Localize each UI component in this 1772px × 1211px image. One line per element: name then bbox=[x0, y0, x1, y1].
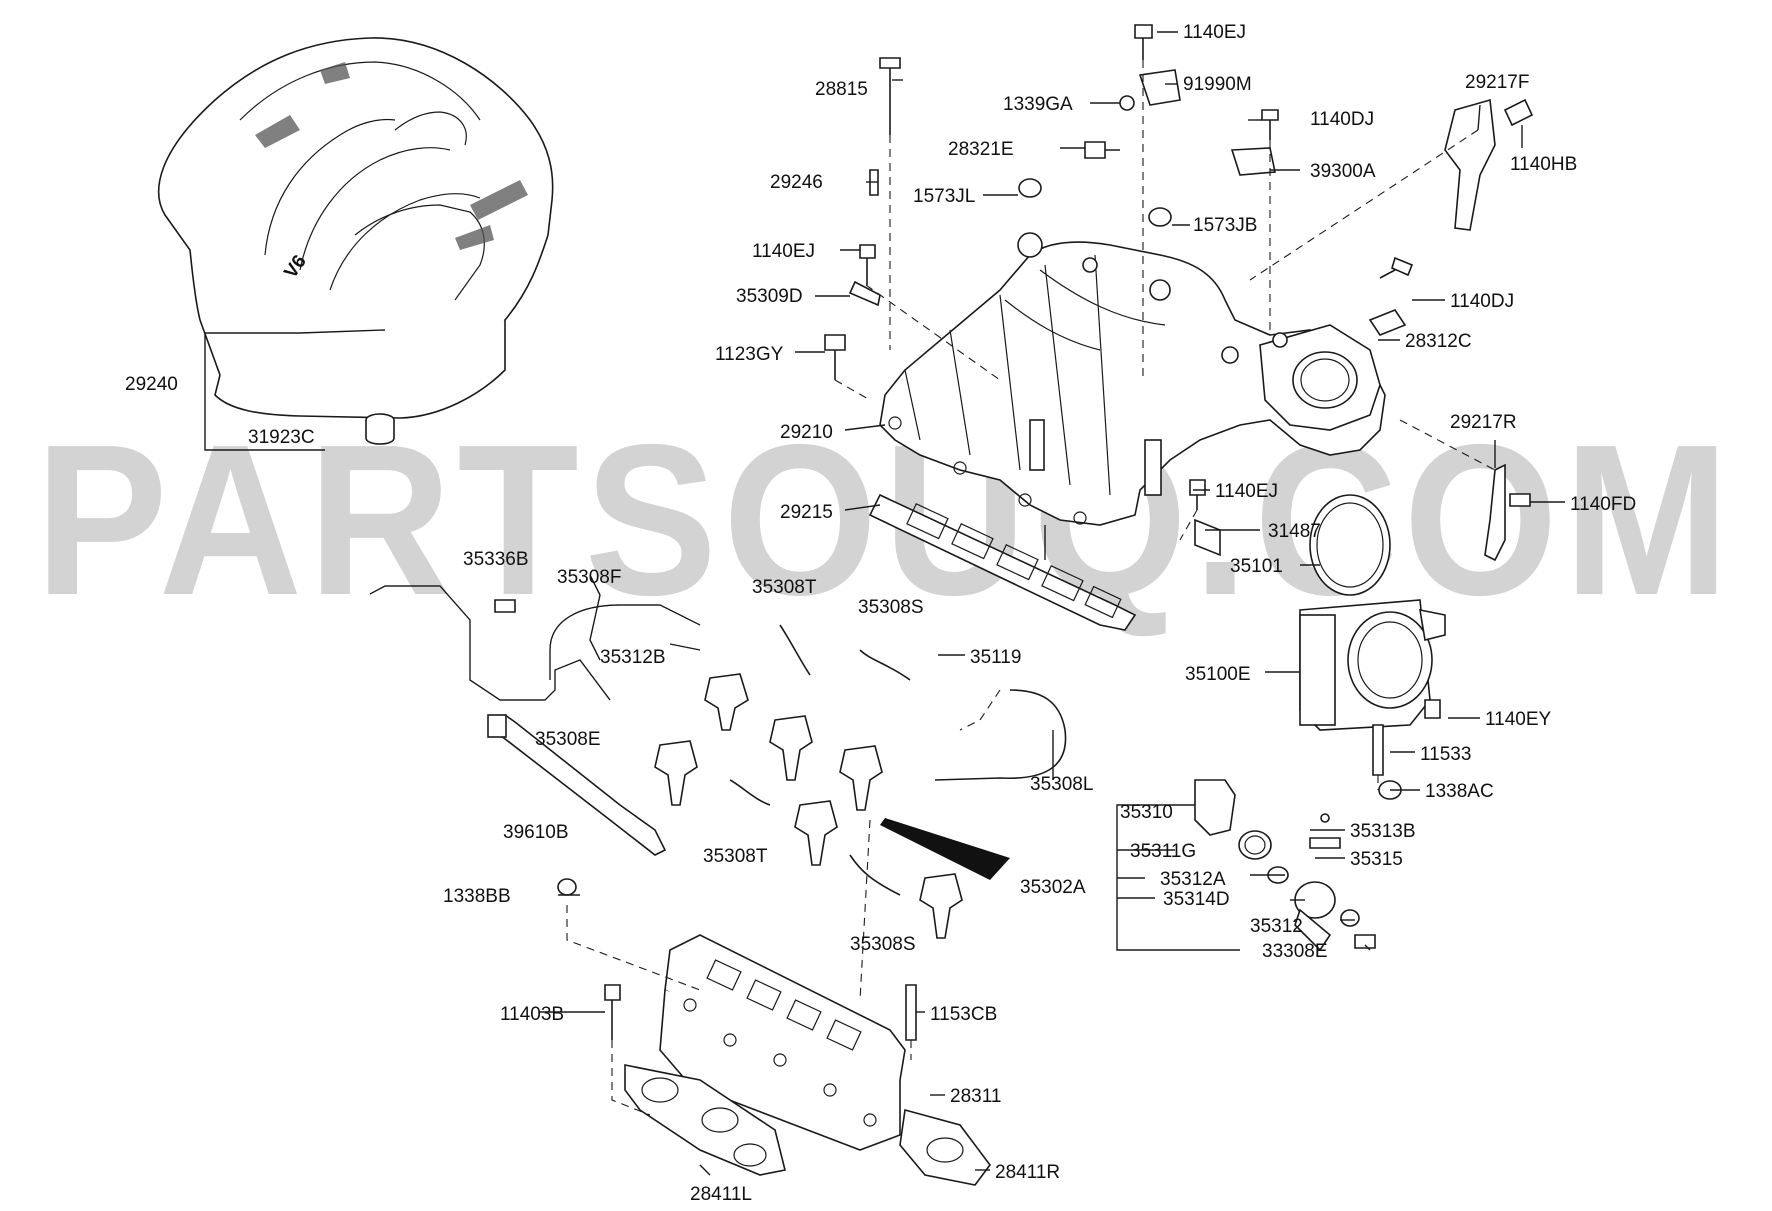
label-1140EY: 1140EY bbox=[1485, 709, 1552, 730]
label-1573JL: 1573JL bbox=[913, 186, 975, 207]
label-35308S-low: 35308S bbox=[850, 934, 916, 955]
label-35100E: 35100E bbox=[1185, 664, 1251, 685]
label-29217R: 29217R bbox=[1450, 412, 1517, 433]
label-1338BB: 1338BB bbox=[443, 886, 511, 907]
label-35308E: 35308E bbox=[535, 729, 601, 750]
label-35314D: 35314D bbox=[1163, 889, 1230, 910]
label-91990M: 91990M bbox=[1183, 74, 1252, 95]
label-28311: 28311 bbox=[950, 1086, 1001, 1107]
label-35308T-low: 35308T bbox=[703, 846, 768, 867]
label-28815: 28815 bbox=[815, 79, 868, 100]
label-33308E: 33308E bbox=[1262, 941, 1328, 962]
label-28411L: 28411L bbox=[690, 1184, 752, 1205]
fastener-illustrations bbox=[824, 24, 1534, 562]
leader-lines bbox=[204, 31, 1565, 1176]
label-29246: 29246 bbox=[770, 172, 823, 193]
part-labels: 1140EJ 28815 91990M 1339GA 1140DJ 29217F… bbox=[125, 22, 1636, 1205]
label-35308F: 35308F bbox=[557, 567, 621, 588]
label-28321E: 28321E bbox=[948, 139, 1014, 160]
label-1140DJ-mid: 1140DJ bbox=[1450, 291, 1514, 312]
label-35336B: 35336B bbox=[463, 549, 529, 570]
label-35311G: 35311G bbox=[1130, 841, 1196, 862]
throttle-body-illustration bbox=[1299, 494, 1446, 800]
label-35101: 35101 bbox=[1230, 556, 1283, 577]
label-35308T-top: 35308T bbox=[752, 577, 817, 598]
label-29210: 29210 bbox=[780, 422, 833, 443]
label-1140DJ-top: 1140DJ bbox=[1310, 109, 1374, 130]
label-35315: 35315 bbox=[1350, 849, 1403, 870]
label-35310: 35310 bbox=[1120, 802, 1173, 823]
label-1338AC: 1338AC bbox=[1425, 781, 1494, 802]
label-1140EJ-top: 1140EJ bbox=[1183, 22, 1246, 43]
label-35312: 35312 bbox=[1250, 916, 1303, 937]
vacuum-assembly-illustration bbox=[880, 779, 1376, 952]
engine-cover-illustration: V6 bbox=[158, 37, 554, 419]
lower-manifold-illustration bbox=[557, 878, 917, 1151]
injector-illustrations bbox=[654, 673, 963, 939]
label-35119: 35119 bbox=[970, 647, 1021, 668]
intake-gaskets-illustration bbox=[624, 1064, 991, 1186]
wiring-harness-illustration bbox=[487, 714, 667, 856]
label-28312C: 28312C bbox=[1405, 331, 1472, 352]
label-29240: 29240 bbox=[125, 374, 178, 395]
label-35308S-top: 35308S bbox=[858, 597, 924, 618]
label-29217F: 29217F bbox=[1465, 72, 1529, 93]
grommet-illustration bbox=[365, 413, 395, 445]
label-31923C: 31923C bbox=[248, 427, 315, 448]
label-1140FD: 1140FD bbox=[1570, 494, 1636, 515]
label-35312B: 35312B bbox=[600, 647, 666, 668]
label-1140HB: 1140HB bbox=[1510, 154, 1577, 175]
label-1339GA: 1339GA bbox=[1003, 94, 1073, 115]
label-35313B: 35313B bbox=[1350, 821, 1416, 842]
label-28411R: 28411R bbox=[995, 1162, 1060, 1183]
fuel-rail-illustration bbox=[369, 585, 1067, 896]
label-35309D: 35309D bbox=[736, 286, 803, 307]
label-29215: 29215 bbox=[780, 502, 833, 523]
label-1573JB: 1573JB bbox=[1193, 215, 1257, 236]
label-1153CB: 1153CB bbox=[930, 1004, 997, 1025]
label-1123GY: 1123GY bbox=[715, 344, 784, 365]
intake-manifold-illustration bbox=[879, 232, 1386, 526]
label-39610B: 39610B bbox=[503, 822, 569, 843]
label-35302A: 35302A bbox=[1020, 877, 1086, 898]
label-1140EJ-low: 1140EJ bbox=[1215, 481, 1278, 502]
label-11403B: 11403B bbox=[500, 1004, 564, 1025]
label-39300A: 39300A bbox=[1310, 161, 1376, 182]
label-1140EJ-mid: 1140EJ bbox=[752, 241, 815, 262]
label-35308L: 35308L bbox=[1030, 774, 1093, 795]
label-35312A: 35312A bbox=[1160, 869, 1226, 890]
manifold-gasket-illustration bbox=[868, 493, 1137, 631]
label-11533: 11533 bbox=[1420, 744, 1471, 765]
label-31487: 31487 bbox=[1268, 521, 1321, 542]
